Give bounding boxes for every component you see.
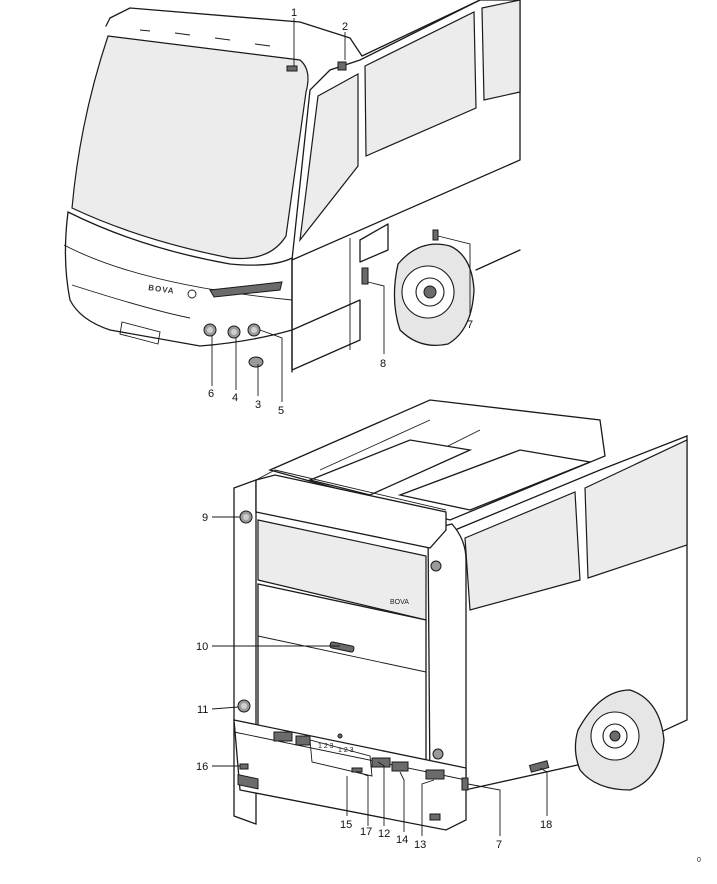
callout-18: 18: [540, 819, 552, 831]
callout-1: 1: [291, 7, 297, 19]
rear-fog-lamp: [239, 763, 249, 770]
rear-lamp-cluster-left: [237, 773, 259, 790]
side-marker-lamp-rear: [528, 760, 550, 773]
side-window: [481, 0, 521, 101]
callout-5: 5: [278, 405, 284, 417]
callout-12: 12: [378, 828, 390, 840]
callout-8: 8: [380, 358, 386, 370]
svg-text:1 2 3: 1 2 3: [318, 743, 334, 750]
front-low-lamp: [248, 356, 264, 368]
bus-rear-view: BOVA 1 2 3 1 2 3: [233, 399, 688, 831]
callout-13: 13: [414, 839, 426, 851]
callout-14: 14: [396, 834, 408, 846]
callout-7-front: 7: [467, 319, 473, 331]
callout-7-rear: 7: [496, 839, 502, 851]
rear-lower-marker-lamp-right: [432, 748, 444, 760]
leader-lines: [211, 18, 548, 836]
side-marker-lamp-front: [432, 229, 439, 241]
reverse-lamp: [351, 767, 363, 773]
svg-text:1 2 3: 1 2 3: [338, 747, 354, 754]
callout-3: 3: [255, 399, 261, 411]
callout-9: 9: [202, 512, 208, 524]
roof-marker-lamp-2: [337, 61, 347, 71]
rear-brand-mark: BOVA: [390, 599, 409, 606]
rear-corner-marker: [461, 777, 469, 791]
bus-front-view: BOVA: [63, 0, 521, 373]
callout-4: 4: [232, 392, 238, 404]
driver-window: [299, 72, 359, 243]
rear-side-window: [464, 491, 581, 611]
brand-logo-text: BOVA: [148, 283, 176, 296]
callout-17: 17: [360, 826, 372, 838]
side-marker-lamp: [361, 267, 369, 285]
callout-6: 6: [208, 388, 214, 400]
front-mask: [64, 211, 293, 347]
callout-16: 16: [196, 761, 208, 773]
rear-upper-marker-lamp-right: [430, 560, 442, 572]
rear-lamp-cluster-right: [371, 757, 391, 768]
callout-11: 11: [197, 704, 208, 716]
roof-marker-lamp-1: [286, 65, 298, 72]
rear-side-window: [584, 439, 688, 579]
callout-10: 10: [196, 641, 208, 653]
callout-labels: 1 2 3 4 5 6 7 8 9 10 11 12 13 14 15 16 1…: [196, 7, 701, 864]
windscreen: [71, 35, 309, 260]
side-window: [364, 11, 477, 157]
callout-2: 2: [342, 21, 348, 33]
rear-center-brake-light: [329, 641, 355, 653]
callout-15: 15: [340, 819, 352, 831]
figure-code: 0: [697, 857, 701, 864]
